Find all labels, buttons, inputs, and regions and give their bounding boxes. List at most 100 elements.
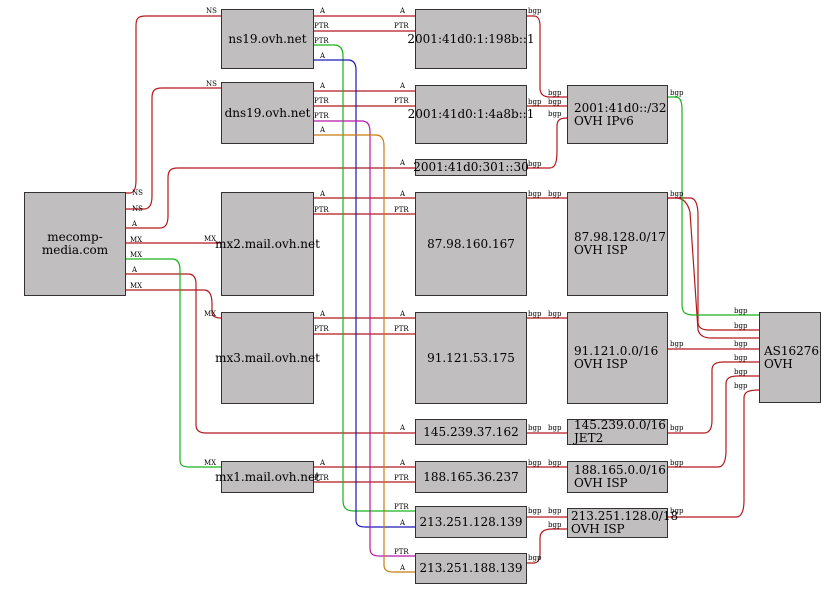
edge-label-mx-3: MX	[130, 251, 142, 259]
edge-mecomp-dns19	[125, 87, 221, 210]
edge-label-a-10: A	[319, 190, 326, 198]
edge-dns19-ip213-188-ptr	[314, 120, 415, 557]
node-label: 2001:41d0:1:198b::1	[407, 31, 535, 46]
edge-mecomp-ns19	[125, 15, 221, 194]
edge-label-ptr-1: PTR	[314, 22, 329, 30]
node-label: 213.251.128.139	[419, 514, 523, 529]
edge-label-ptr-6: PTR	[314, 112, 329, 120]
node-ip6-4a8b[interactable]: 2001:41d0:1:4a8b::1	[408, 85, 534, 144]
node-ip-91[interactable]: 91.121.53.175	[415, 312, 527, 404]
edge-label-ptr-3: PTR	[314, 37, 329, 45]
edge-label-a-5: A	[399, 82, 406, 90]
node-net-91[interactable]: 91.121.0.0/16 OVH ISP	[567, 312, 668, 404]
edge-label-ptr-10: PTR	[394, 325, 409, 333]
edge-label-a-12: A	[319, 310, 326, 318]
edge-label-ptr-13: PTR	[394, 503, 409, 511]
node-net-188[interactable]: 188.165.0.0/16 OVH ISP	[567, 461, 668, 493]
edge-label-bgp-22: bgp	[670, 424, 684, 432]
edge-label-ns-1: NS	[206, 7, 217, 15]
node-ip-188[interactable]: 188.165.36.237	[415, 461, 527, 493]
node-ip-213-188[interactable]: 213.251.188.139	[415, 553, 527, 584]
edge-label-bgp-14: bgp	[734, 307, 748, 315]
edge-label-bgp-7: bgp	[670, 89, 684, 97]
node-net-87[interactable]: 87.98.128.0/17 OVH ISP	[567, 192, 668, 296]
edge-label-ptr-11: PTR	[314, 474, 329, 482]
node-label: 2001:41d0:301::30	[413, 160, 529, 174]
edge-net213-as	[668, 389, 760, 518]
edge-net87-as-2	[668, 197, 759, 331]
edge-label-bgp-30: bgp	[548, 521, 562, 529]
edge-label-a-11: A	[399, 190, 406, 198]
edge-label-a-18: A	[399, 564, 406, 572]
edge-label-bgp-26: bgp	[528, 507, 542, 515]
edge-netipv6-as	[668, 96, 759, 316]
node-label: mecomp-media.com	[41, 230, 109, 257]
edge-label-a-1: A	[319, 7, 326, 15]
edge-label-a-9: A	[131, 266, 138, 274]
node-label: 188.165.0.0/16 OVH ISP	[574, 463, 666, 490]
node-label: 213.251.128.0/18 OVH ISP	[571, 509, 679, 536]
edge-label-mx-6: MX	[204, 459, 216, 467]
node-net-ovh-ipv6[interactable]: 2001:41d0::/32 OVH IPv6	[567, 85, 668, 144]
node-mx3[interactable]: mx3.mail.ovh.net	[215, 312, 320, 404]
edge-label-ns-3: NS	[132, 189, 143, 197]
node-label: 87.98.128.0/17 OVH ISP	[574, 230, 666, 257]
edge-label-ns-4: NS	[132, 205, 143, 213]
edge-label-a-7: A	[399, 159, 406, 167]
node-net-213[interactable]: 213.251.128.0/18 OVH ISP	[567, 508, 678, 538]
edge-label-bgp-2: bgp	[548, 89, 562, 97]
edge-label-a-4: A	[319, 82, 326, 90]
edge-label-mx-2: MX	[204, 235, 216, 243]
edge-label-bgp-13: bgp	[670, 340, 684, 348]
node-mx1[interactable]: mx1.mail.ovh.net	[215, 461, 320, 493]
node-label: 91.121.53.175	[427, 350, 515, 365]
edge-label-a-16: A	[399, 459, 406, 467]
edge-label-bgp-17: bgp	[734, 354, 748, 362]
edge-label-bgp-25: bgp	[670, 459, 684, 467]
edge-label-bgp-29: bgp	[528, 554, 542, 562]
node-ip-213-128[interactable]: 213.251.128.139	[415, 506, 527, 538]
node-label: 145.239.0.0/16 JET2	[574, 418, 666, 445]
node-label: 188.165.36.237	[423, 469, 519, 484]
edge-label-bgp-9: bgp	[548, 190, 562, 198]
edge-net145-as	[668, 361, 759, 434]
node-label: mx2.mail.ovh.net	[215, 236, 320, 251]
node-dns19[interactable]: dns19.ovh.net	[221, 82, 314, 144]
edge-label-a-13: A	[399, 310, 406, 318]
node-label: mx3.mail.ovh.net	[215, 350, 320, 365]
node-net-145[interactable]: 145.239.0.0/16 JET2	[567, 419, 668, 445]
edge-label-bgp-18: bgp	[734, 368, 748, 376]
edge-ns19-ip213-128	[314, 44, 415, 512]
edge-label-ptr-12: PTR	[394, 474, 409, 482]
edge-label-bgp-24: bgp	[548, 459, 562, 467]
edge-label-bgp-5: bgp	[548, 110, 562, 118]
node-label: 213.251.188.139	[419, 561, 523, 575]
node-label: 145.239.37.162	[423, 424, 519, 439]
node-label: 91.121.0.0/16 OVH ISP	[574, 344, 659, 371]
edge-label-bgp-1: bgp	[528, 7, 542, 15]
edge-label-bgp-10: bgp	[670, 190, 684, 198]
node-label: ns19.ovh.net	[228, 31, 307, 46]
node-label: dns19.ovh.net	[224, 105, 311, 120]
edge-label-bgp-11: bgp	[528, 310, 542, 318]
node-ip6-301[interactable]: 2001:41d0:301::30	[413, 159, 529, 176]
node-mx2[interactable]: mx2.mail.ovh.net	[215, 192, 320, 296]
edge-label-mx-4: MX	[130, 282, 142, 290]
node-ip-145[interactable]: 145.239.37.162	[415, 419, 527, 445]
node-label: mx1.mail.ovh.net	[215, 469, 320, 484]
node-label: 2001:41d0::/32 OVH IPv6	[574, 100, 667, 128]
edge-label-bgp-6: bgp	[528, 160, 542, 168]
edge-dns19-ip213-188-a	[314, 134, 415, 573]
node-ns19[interactable]: ns19.ovh.net	[221, 9, 314, 69]
edge-mecomp-ip6-301	[125, 167, 415, 229]
node-ip6-198b[interactable]: 2001:41d0:1:198b::1	[407, 9, 535, 69]
node-mecomp-media[interactable]: mecomp-media.com	[24, 192, 126, 296]
edge-ip6-301-net	[527, 117, 568, 169]
node-as16276[interactable]: AS16276 OVH	[759, 312, 821, 403]
edge-label-ptr-14: PTR	[394, 548, 409, 556]
edge-label-bgp-20: bgp	[528, 424, 542, 432]
node-ip-87[interactable]: 87.98.160.167	[415, 192, 527, 296]
edge-label-bgp-12: bgp	[548, 310, 562, 318]
edge-mecomp-mx1	[125, 258, 221, 468]
